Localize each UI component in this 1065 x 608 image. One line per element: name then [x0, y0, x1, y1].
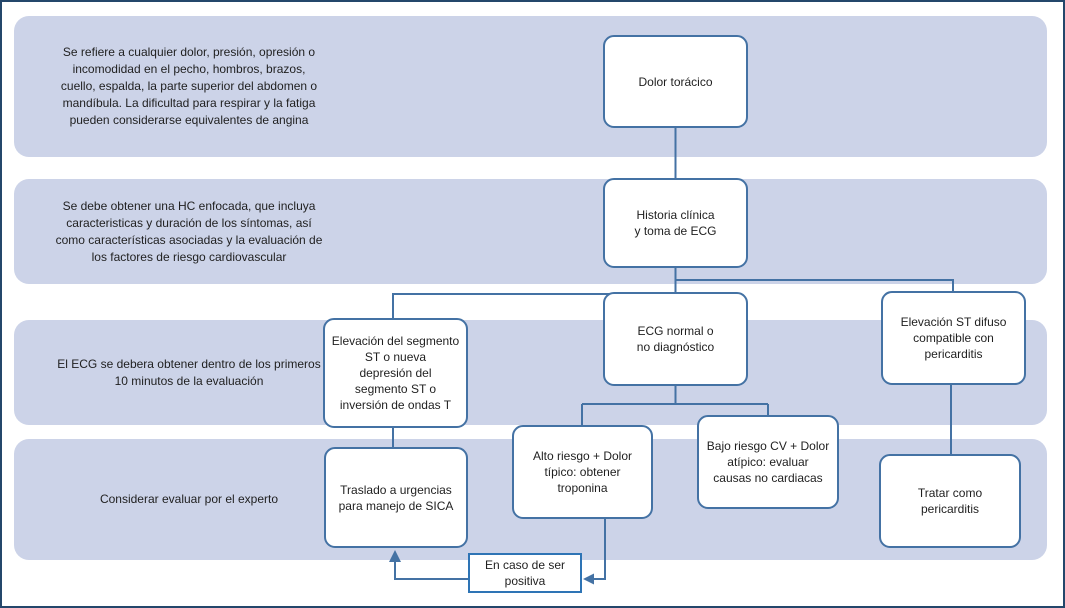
node-elevacion-st-difuso: Elevación ST difuso compatible con peric…	[881, 291, 1026, 385]
node-dolor-toracico: Dolor torácico	[603, 35, 748, 128]
annotation-text-historia: Se debe obtener una HC enfocada, que inc…	[55, 198, 323, 264]
annotation-band-historia: Se debe obtener una HC enfocada, que inc…	[14, 179, 1047, 284]
annotation-band-ecg-timing: El ECG se debera obtener dentro de los p…	[14, 320, 1047, 425]
arrowhead-into-positiva	[583, 573, 594, 585]
node-en-caso-positiva: En caso de ser positiva	[468, 553, 582, 593]
node-tratar-pericarditis: Tratar como pericarditis	[879, 454, 1021, 548]
edge-positiva-traslado	[394, 562, 468, 580]
annotation-text-experto: Considerar evaluar por el experto	[99, 492, 279, 506]
edge-ecg-riesgos	[581, 386, 769, 426]
annotation-text-ecg-timing: El ECG se debera obtener dentro de los p…	[57, 356, 321, 388]
annotation-band-definition: Se refiere a cualquier dolor, presión, o…	[14, 16, 1047, 157]
edge-troponina-positiva	[594, 519, 606, 580]
node-alto-riesgo-troponina: Alto riesgo + Dolor típico: obtener trop…	[512, 425, 653, 519]
node-elevacion-segmento-st: Elevación del segmento ST o nueva depres…	[323, 318, 468, 428]
arrowhead-into-traslado	[389, 550, 401, 562]
annotation-text-definition: Se refiere a cualquier dolor, presión, o…	[60, 45, 318, 127]
node-ecg-normal: ECG normal o no diagnóstico	[603, 292, 748, 386]
node-historia-clinica: Historia clínica y toma de ECG	[603, 178, 748, 268]
node-bajo-riesgo: Bajo riesgo CV + Dolor atípico: evaluar …	[697, 415, 839, 509]
edge-historia-st-difuso	[675, 279, 954, 292]
edge-historia-elevacion-segmento	[392, 293, 676, 319]
node-traslado-urgencias: Traslado a urgencias para manejo de SICA	[324, 447, 468, 548]
